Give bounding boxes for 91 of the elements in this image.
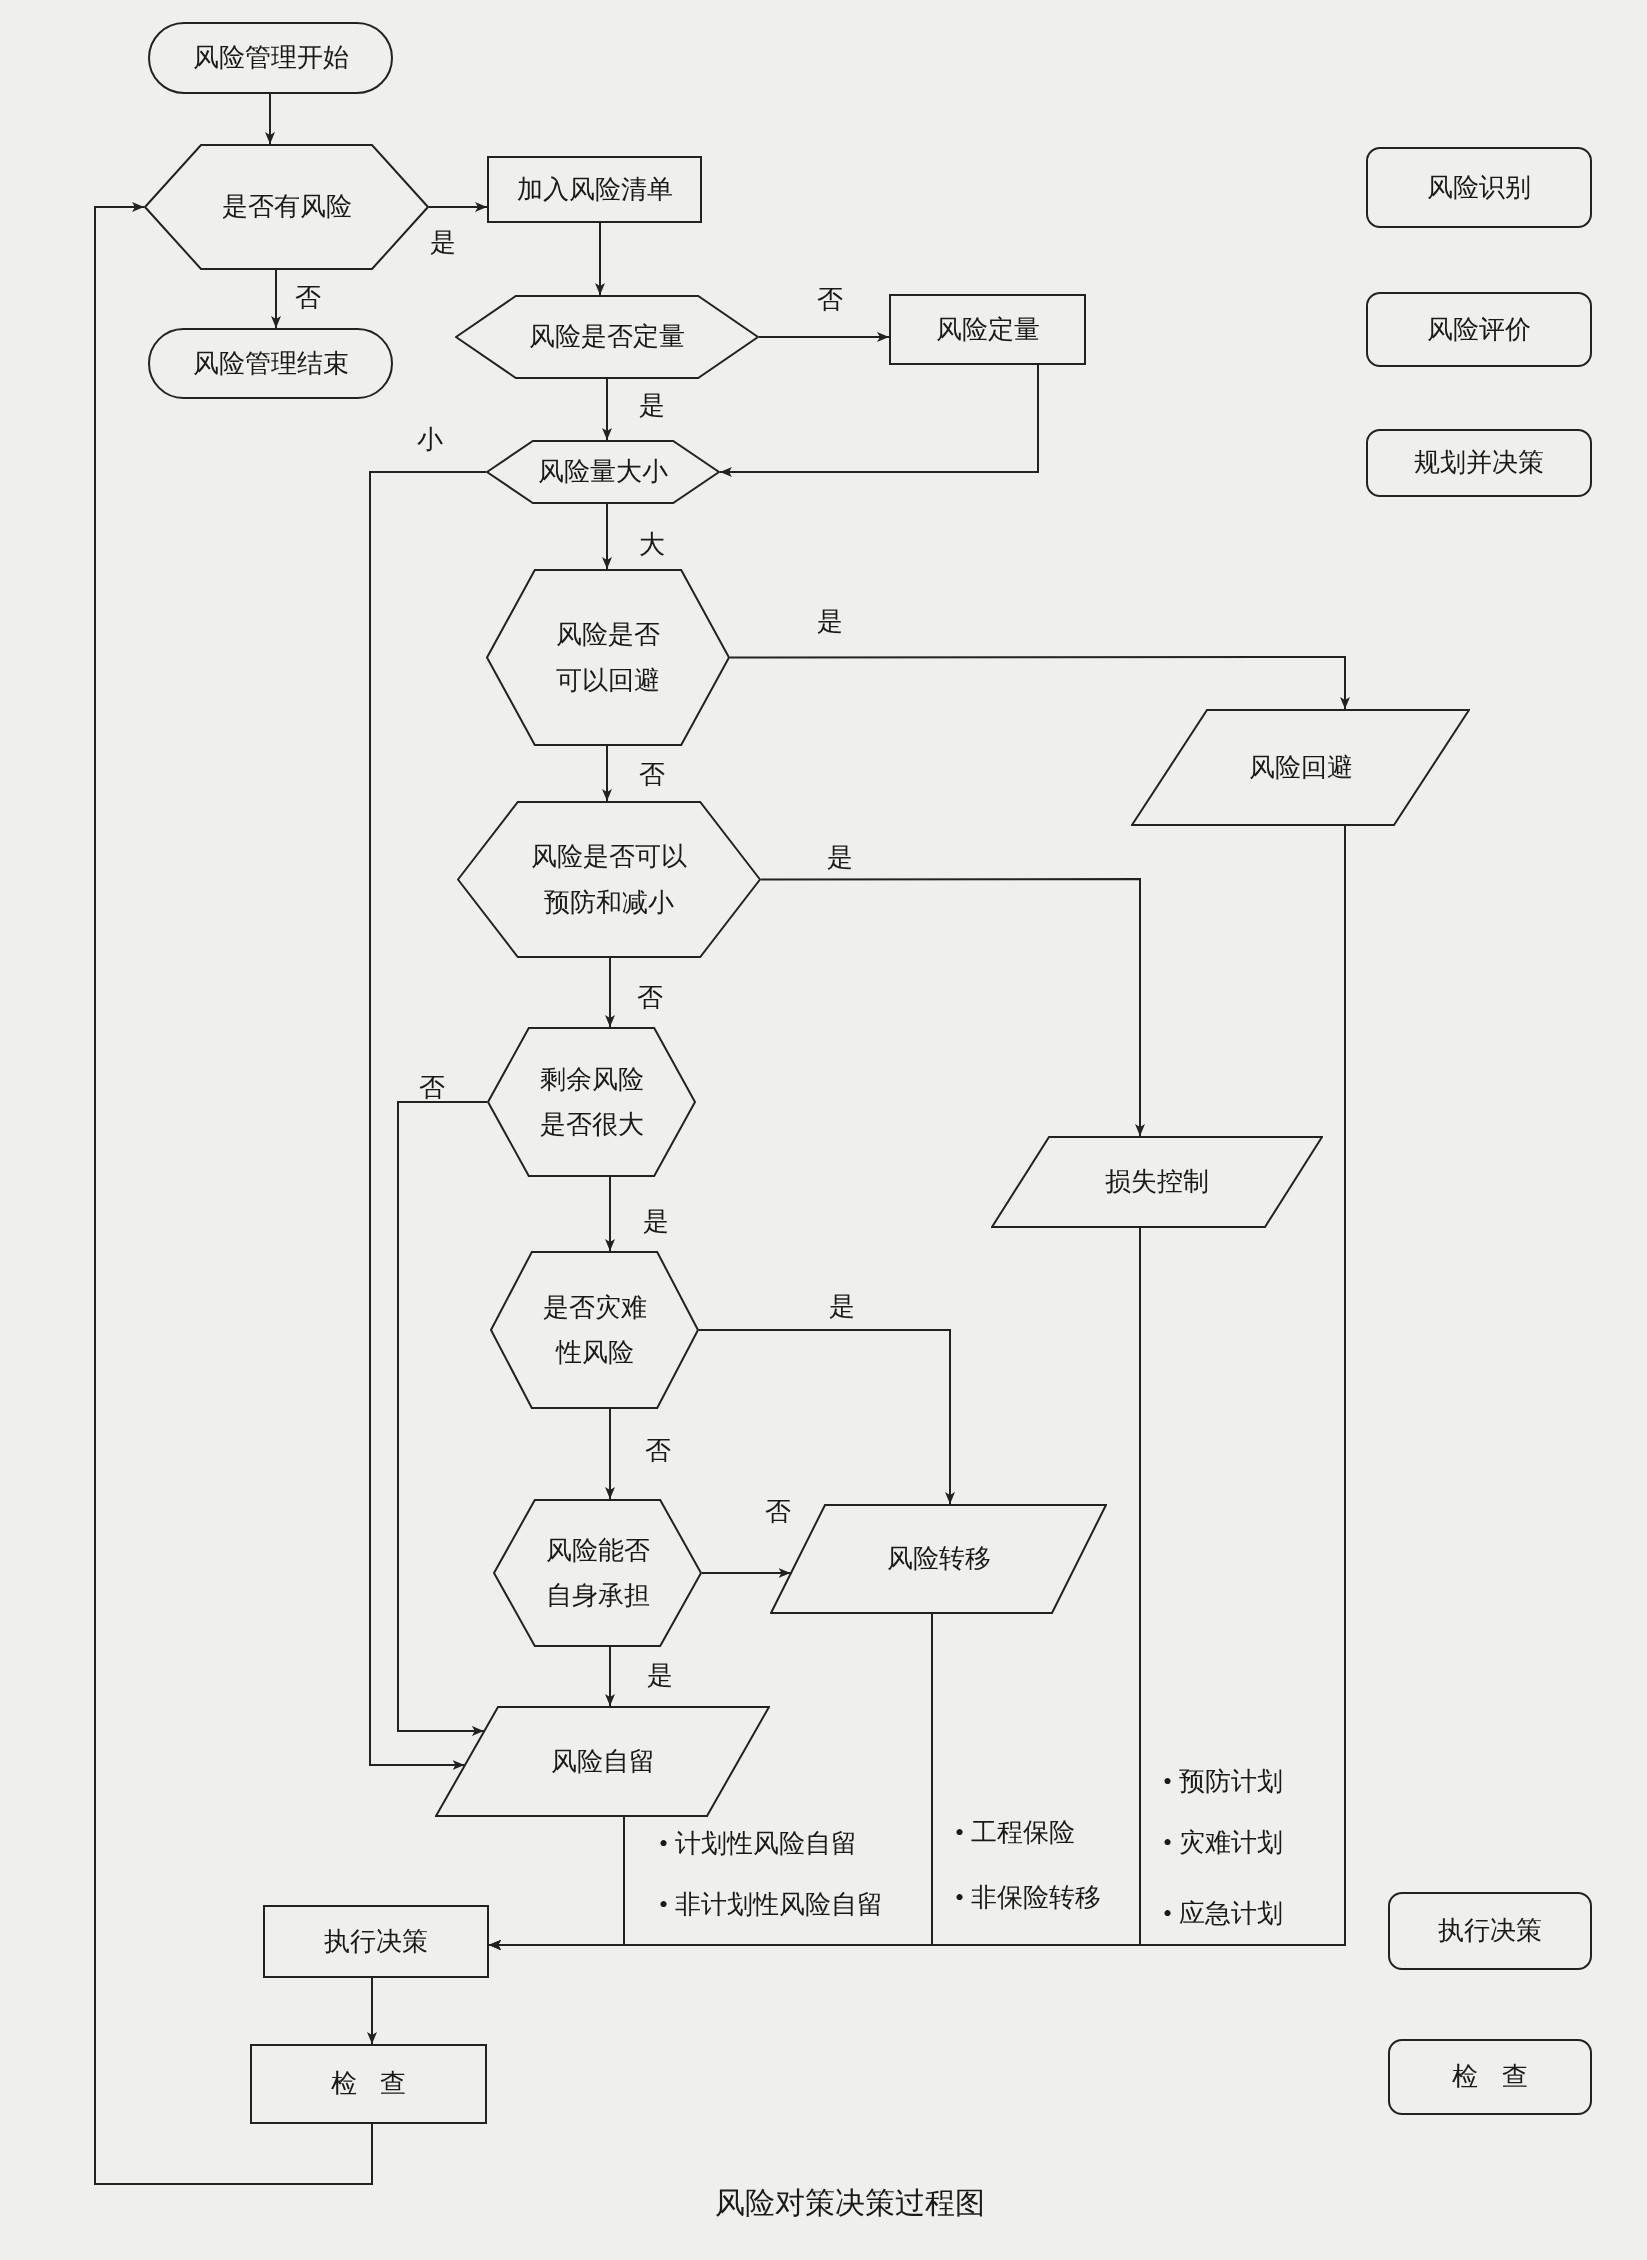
list-item: • 应急计划 <box>1163 1901 1283 1927</box>
connector-arrow <box>271 269 281 329</box>
connector-arrow <box>602 503 612 570</box>
connector-arrow <box>428 202 488 212</box>
node-label: 检查 <box>329 2068 430 2101</box>
node-label: 风险识别 <box>1427 171 1531 204</box>
connector-arrow <box>602 745 612 802</box>
connector-arrow <box>605 1408 615 1500</box>
list-item: • 非保险转移 <box>955 1885 1101 1911</box>
decision-hexagon <box>486 440 720 504</box>
edge-label: 否 <box>295 285 321 311</box>
edge-label: 是 <box>827 845 853 871</box>
node-label: 风险回避 <box>1248 751 1353 784</box>
connector-arrow <box>595 222 605 296</box>
node-label: 风险定量 <box>935 313 1040 346</box>
terminal-box <box>148 22 393 94</box>
connector-arrow <box>397 1101 488 1736</box>
edge-label: 否 <box>765 1499 791 1525</box>
node-label: 检查 <box>1451 2061 1552 2094</box>
node-label: 风险管理结束 <box>192 347 349 380</box>
data-parallelogram <box>435 1706 770 1817</box>
edge-label: 否 <box>419 1075 445 1101</box>
node-label: 加入风险清单 <box>516 173 673 206</box>
node-label: 风险自留 <box>550 1745 655 1778</box>
node-label: 风险评价 <box>1427 313 1531 346</box>
list-item: • 工程保险 <box>955 1820 1075 1846</box>
node-label: 风险是否可以回避 <box>555 619 661 697</box>
node-label: 风险量大小 <box>538 456 668 489</box>
connector-arrow <box>94 202 373 2185</box>
node-label: 规划并决策 <box>1414 447 1544 480</box>
connector-arrow <box>367 1977 377 2045</box>
node-label: 执行决策 <box>1438 1915 1542 1948</box>
edge-label: 是 <box>639 393 665 419</box>
process-box <box>889 294 1086 365</box>
list-item: • 计划性风险自留 <box>659 1831 857 1857</box>
edge-label: 是 <box>829 1294 855 1320</box>
node-label: 损失控制 <box>1105 1166 1209 1199</box>
edge-label: 是 <box>647 1663 673 1689</box>
node-label: 是否有风险 <box>221 191 352 224</box>
edge-label: 大 <box>639 532 665 558</box>
edge-label: 是 <box>430 230 456 256</box>
connector-arrow <box>760 878 1145 1137</box>
data-parallelogram <box>991 1136 1323 1228</box>
terminal-box <box>148 328 393 399</box>
connector-arrow <box>719 364 1039 477</box>
decision-hexagon <box>487 1027 696 1177</box>
node-label: 风险能否自身承担 <box>544 1534 651 1612</box>
decision-hexagon <box>493 1499 702 1647</box>
connector-arrow <box>605 1646 615 1707</box>
process-box <box>263 1905 489 1978</box>
list-item: • 预防计划 <box>1163 1769 1283 1795</box>
connector-arrow <box>602 378 612 441</box>
connector-arrow <box>488 825 1346 1950</box>
list-item: • 非计划性风险自留 <box>659 1892 883 1918</box>
node-label: 剩余风险是否很大 <box>538 1063 645 1141</box>
stage-box <box>1388 2039 1592 2115</box>
decision-hexagon <box>457 801 761 958</box>
edge-label: 否 <box>645 1438 671 1464</box>
decision-hexagon <box>490 1251 699 1409</box>
process-box <box>250 2044 487 2124</box>
stage-box <box>1388 1892 1592 1970</box>
node-label: 执行决策 <box>324 1925 428 1958</box>
connector-arrow <box>698 1329 955 1505</box>
node-label: 风险是否定量 <box>529 321 685 354</box>
decision-hexagon <box>144 144 429 270</box>
connector-arrow <box>605 1176 615 1252</box>
node-label: 风险管理开始 <box>192 42 349 75</box>
stage-box <box>1366 147 1592 228</box>
decision-hexagon <box>486 569 730 746</box>
stage-box <box>1366 292 1592 367</box>
edge-label: 是 <box>817 609 843 635</box>
data-parallelogram <box>1131 709 1470 826</box>
edge-label: 小 <box>417 427 443 453</box>
connector-arrow <box>758 332 890 342</box>
connector-arrow <box>701 1568 792 1578</box>
decision-hexagon <box>455 295 759 379</box>
connector-arrow <box>369 471 487 1770</box>
connector-arrow <box>605 957 615 1028</box>
node-label: 是否灾难性风险 <box>541 1291 648 1369</box>
edge-label: 否 <box>637 985 663 1011</box>
node-label: 风险是否可以预防和减小 <box>530 841 688 919</box>
node-label: 风险转移 <box>886 1543 991 1576</box>
connector-arrow <box>265 93 275 145</box>
list-item: • 灾难计划 <box>1163 1830 1283 1856</box>
caption: 风险对策决策过程图 <box>715 2184 985 2221</box>
process-box <box>487 156 702 223</box>
stage-box <box>1366 429 1592 497</box>
edge-label: 否 <box>639 762 665 788</box>
edge-label: 否 <box>817 287 843 313</box>
edge-label: 是 <box>643 1209 669 1235</box>
connector-arrow <box>729 656 1350 710</box>
